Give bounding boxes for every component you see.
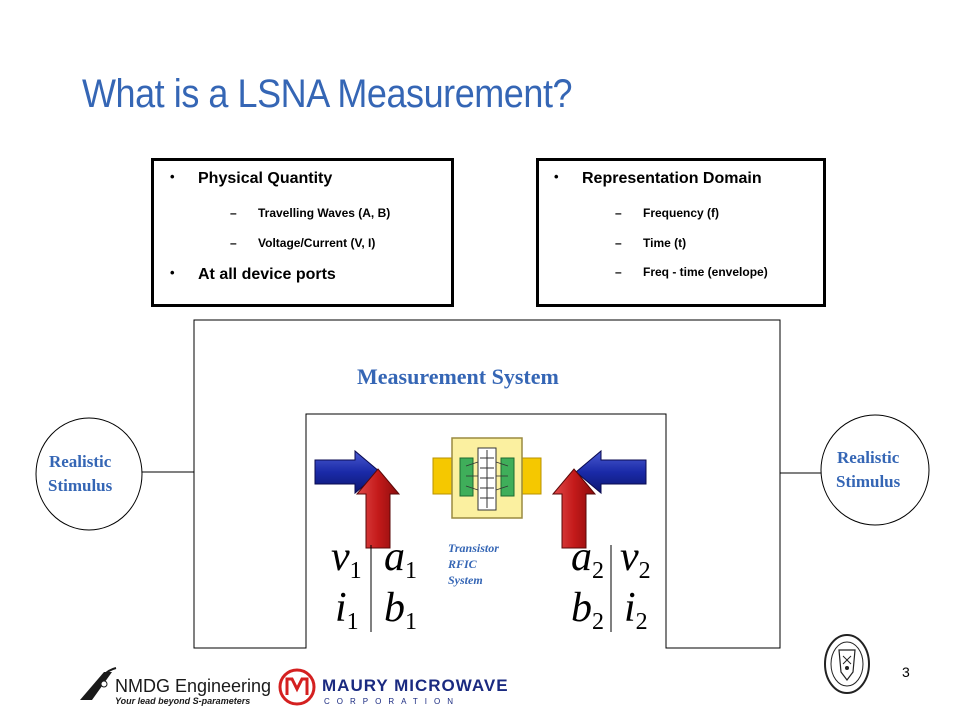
bullet-all-ports: • At all device ports	[170, 265, 336, 284]
page-number: 3	[902, 664, 910, 680]
physical-quantity-box: • Physical Quantity – Travelling Waves (…	[151, 158, 454, 307]
left-stimulus-label: Realistic Stimulus	[48, 450, 112, 498]
right-stimulus-line1: Realistic	[836, 448, 900, 467]
bullet-representation-domain: • Representation Domain	[554, 169, 762, 188]
dash-mark: –	[615, 206, 622, 220]
representation-domain-label: Representation Domain	[582, 170, 762, 187]
bullet-dot: •	[170, 169, 175, 184]
dash-mark: –	[615, 236, 622, 250]
left-stimulus-line1: Realistic	[48, 452, 112, 471]
sub-time: – Time (t)	[615, 236, 687, 250]
frequency-label: Frequency (f)	[643, 206, 720, 220]
left-stimulus-line2: Stimulus	[48, 476, 113, 495]
bullet-dot: •	[554, 169, 559, 184]
maury-logo-subtext: CORPORATION	[324, 697, 460, 706]
port2-incident-wave: a2	[571, 534, 604, 584]
sub-frequency: – Frequency (f)	[615, 206, 720, 220]
left-stimulus-ellipse	[35, 417, 143, 531]
dash-mark: –	[615, 265, 622, 279]
dut-label-line3: System	[448, 573, 483, 587]
measurement-system-frame	[193, 319, 781, 649]
dut-label: Transistor RFIC System	[448, 540, 499, 588]
sub-envelope: – Freq - time (envelope)	[615, 265, 768, 279]
port2-reflected-wave: b2	[571, 585, 604, 635]
nmdg-logo-tagline: Your lead beyond S-parameters	[115, 696, 251, 706]
reflected-wave-arrow-port2	[551, 468, 597, 549]
port1-incident-wave: a1	[384, 534, 417, 584]
voltage-current-label: Voltage/Current (V, I)	[258, 236, 376, 250]
dut-label-line1: Transistor	[448, 541, 499, 555]
dash-mark: –	[230, 206, 237, 220]
nmdg-logo-icon	[80, 667, 117, 700]
time-label: Time (t)	[643, 236, 687, 250]
port2-current: i2	[624, 585, 648, 635]
envelope-label: Freq - time (envelope)	[643, 265, 768, 279]
maury-logo-icon	[278, 668, 316, 706]
port1-reflected-wave: b1	[384, 585, 417, 635]
bullet-physical-quantity: • Physical Quantity	[170, 169, 333, 188]
port1-current: i1	[335, 585, 359, 635]
bullet-dot: •	[170, 265, 175, 280]
measurement-system-title: Measurement System	[357, 364, 559, 389]
reflected-wave-arrow-port1	[355, 468, 401, 549]
transistor-chip-icon	[432, 437, 542, 519]
maury-logo-text: MAURY MICROWAVE	[322, 676, 509, 695]
port1-voltage: v1	[331, 534, 362, 584]
university-seal-icon	[824, 634, 870, 694]
physical-quantity-label: Physical Quantity	[198, 170, 333, 187]
incident-wave-arrow-port2	[575, 449, 647, 495]
sub-travelling-waves: – Travelling Waves (A, B)	[230, 206, 391, 220]
dash-mark: –	[230, 236, 237, 250]
sub-voltage-current: – Voltage/Current (V, I)	[230, 236, 376, 250]
nmdg-logo-text: NMDG Engineering	[115, 676, 272, 696]
page-title: What is a LSNA Measurement?	[82, 72, 573, 116]
dut-label-line2: RFIC	[448, 557, 477, 571]
right-stimulus-line2: Stimulus	[836, 472, 901, 491]
travelling-waves-label: Travelling Waves (A, B)	[258, 206, 391, 220]
representation-domain-box: • Representation Domain – Frequency (f) …	[536, 158, 826, 307]
port2-voltage: v2	[620, 534, 651, 584]
all-ports-label: At all device ports	[198, 266, 336, 283]
right-stimulus-label: Realistic Stimulus	[836, 446, 900, 494]
right-stimulus-ellipse	[820, 414, 930, 526]
